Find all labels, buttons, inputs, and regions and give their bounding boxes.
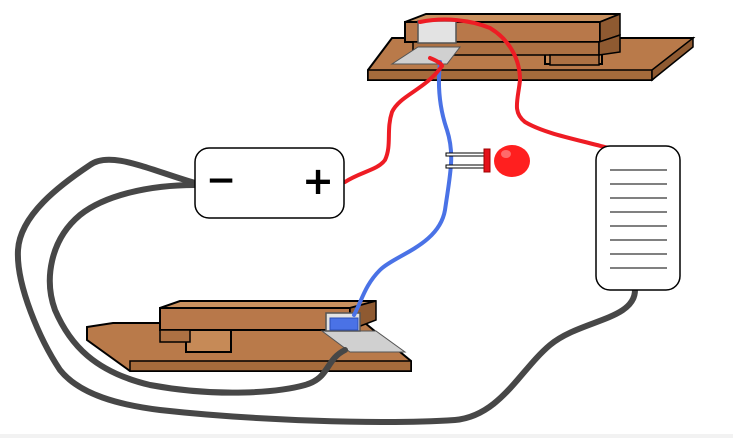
gray-wire-outer <box>14 156 638 425</box>
blue-wire-terminal <box>329 317 359 331</box>
battery-icon[interactable]: − + <box>194 147 345 219</box>
wooden-switch-top-icon[interactable] <box>367 12 696 82</box>
battery-negative-symbol: − <box>206 160 236 201</box>
red-wire-top-loop <box>418 17 610 150</box>
red-wire-battery <box>343 64 444 184</box>
gray-wire-inner <box>46 182 348 396</box>
battery-positive-symbol: + <box>302 159 334 203</box>
white-device-icon[interactable] <box>595 145 681 291</box>
wooden-switch-bottom-icon[interactable] <box>86 300 412 372</box>
red-wire-short <box>428 56 444 68</box>
gray-wires <box>14 156 638 425</box>
red-led-icon[interactable] <box>445 145 530 177</box>
blue-wire <box>352 60 454 317</box>
bottom-divider <box>0 434 733 438</box>
red-wires <box>343 17 610 184</box>
